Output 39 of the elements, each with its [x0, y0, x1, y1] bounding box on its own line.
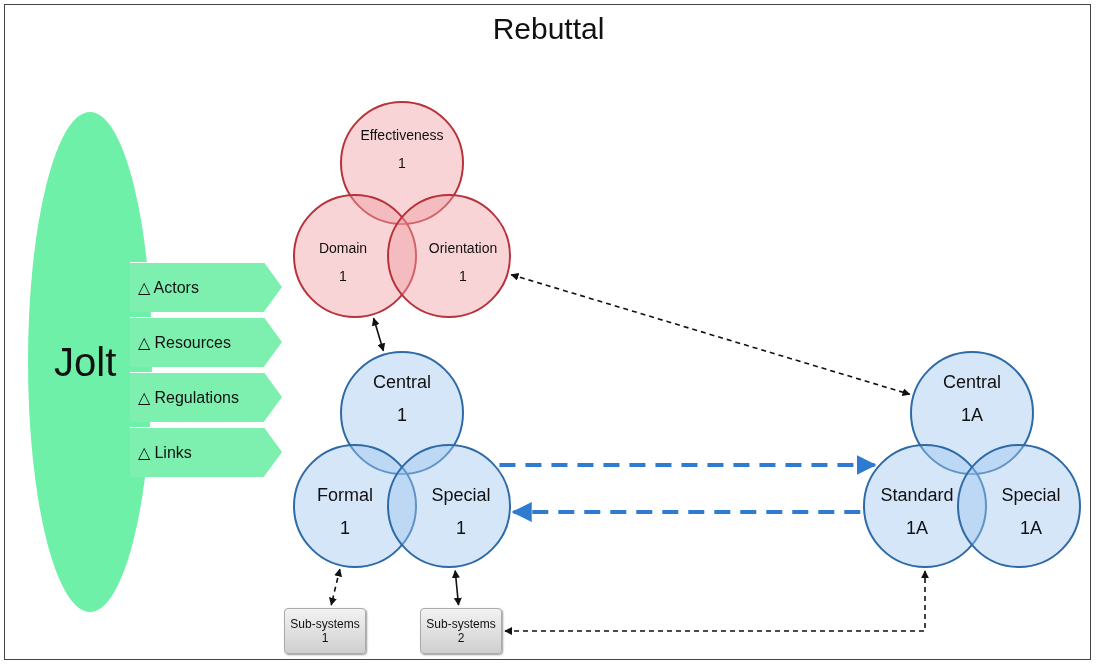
- node-label: Jolt: [54, 339, 117, 385]
- arrow: [511, 502, 861, 522]
- chevron-tab: [130, 317, 282, 367]
- node-label: 1A: [906, 518, 928, 539]
- node-label: 1: [398, 155, 406, 171]
- node-label: Sub-systems 1: [289, 617, 361, 645]
- node-label: Special: [431, 485, 491, 506]
- chevron-tab: [130, 262, 282, 312]
- chevron-tab: [130, 427, 282, 477]
- node-label: Orientation: [428, 240, 498, 256]
- node-label: Effectiveness: [360, 127, 444, 143]
- node-label: 1: [340, 518, 350, 539]
- node-label: 1A: [1020, 518, 1042, 539]
- node-label: Domain: [318, 240, 368, 256]
- node-label: 1: [459, 268, 467, 284]
- node-label: 1: [339, 268, 347, 284]
- node-label: Formal: [317, 485, 373, 506]
- arrow: [504, 570, 929, 635]
- arrow: [451, 569, 462, 606]
- process-box: [420, 608, 502, 654]
- node-label: 1: [456, 518, 466, 539]
- node-label: △ Resources: [138, 333, 231, 352]
- node-label: △ Links: [138, 443, 192, 462]
- arrow: [371, 317, 386, 352]
- node-label: 1: [397, 405, 407, 426]
- chevron-tab: [130, 372, 282, 422]
- arrow: [510, 272, 911, 397]
- arrow: [499, 455, 877, 475]
- node-label: △ Actors: [138, 278, 199, 297]
- diagram-title: Rebuttal: [492, 12, 605, 46]
- node-label: Special: [1001, 485, 1061, 506]
- node-label: Central: [943, 372, 1001, 393]
- node-label: Sub-systems 2: [425, 617, 497, 645]
- node-label: Central: [373, 372, 431, 393]
- node-label: 1A: [961, 405, 983, 426]
- process-box: [284, 608, 366, 654]
- arrow: [329, 568, 343, 606]
- node-label: Standard: [880, 485, 954, 506]
- node-label: △ Regulations: [138, 388, 239, 407]
